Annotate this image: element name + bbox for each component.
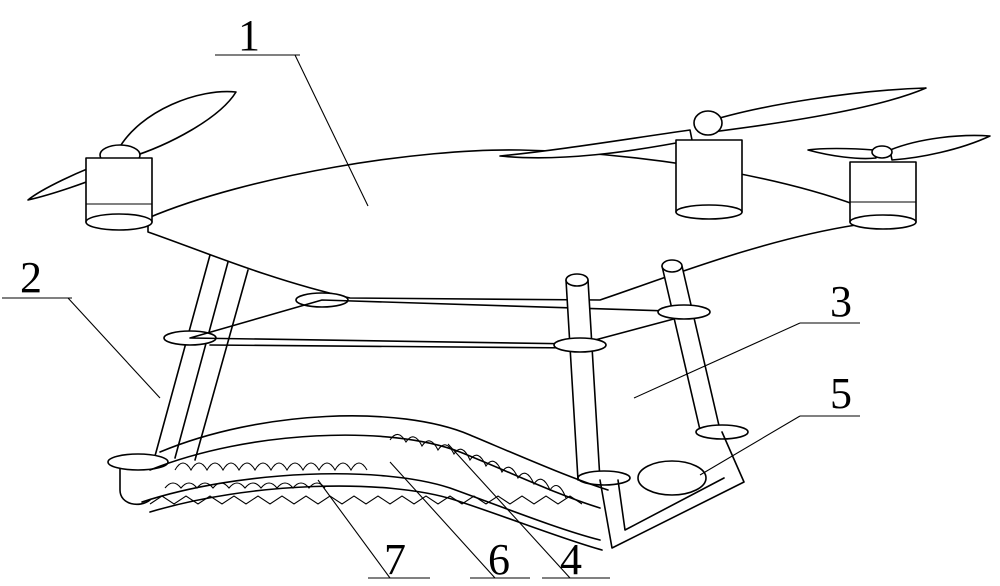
label-2: 2 — [20, 253, 42, 302]
label-6: 6 — [488, 535, 510, 584]
scallop-row — [165, 434, 566, 498]
landing-frame-right — [554, 260, 748, 548]
oval-component-5 — [638, 461, 706, 495]
lower-plate — [190, 300, 700, 348]
curved-basket — [142, 416, 608, 550]
label-4: 4 — [560, 535, 582, 584]
label-7: 7 — [384, 535, 406, 584]
landing-frame-left — [108, 255, 348, 504]
drone-body — [148, 150, 856, 300]
label-1: 1 — [238, 11, 260, 60]
label-5: 5 — [830, 369, 852, 418]
label-3: 3 — [830, 277, 852, 326]
